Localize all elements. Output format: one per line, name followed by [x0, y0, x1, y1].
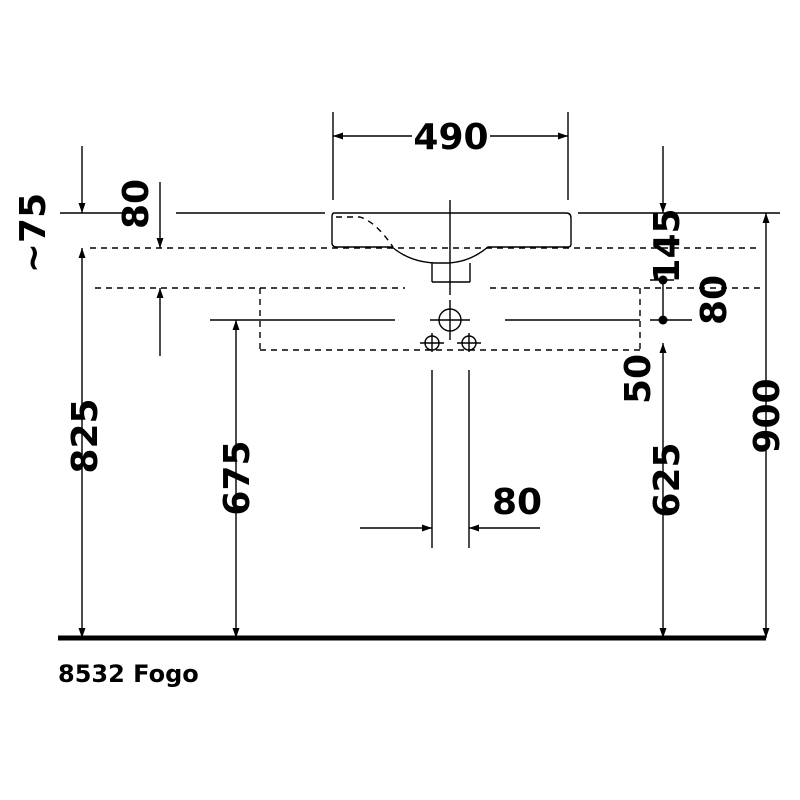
basin — [331, 212, 572, 283]
dim-height-900: 900 — [747, 378, 788, 453]
drain-connection — [210, 300, 640, 548]
dim-height-625: 625 — [647, 442, 688, 517]
model-caption: 8532 Fogo — [58, 660, 199, 688]
basin-inner-bowl-hidden — [336, 216, 394, 248]
dim-depth-80: 80 — [116, 179, 157, 229]
dim-offset-145: 145 — [647, 208, 688, 283]
dim-approx-75: ~75 — [13, 193, 54, 273]
dim-drain-spacing-80: 80 — [492, 482, 542, 523]
dim-width-490: 490 — [413, 117, 488, 158]
dim-height-675: 675 — [217, 440, 258, 515]
dim-offset-80-right: 80 — [694, 275, 735, 325]
dim-height-825: 825 — [65, 398, 106, 473]
dim-offset-50: 50 — [618, 354, 659, 404]
